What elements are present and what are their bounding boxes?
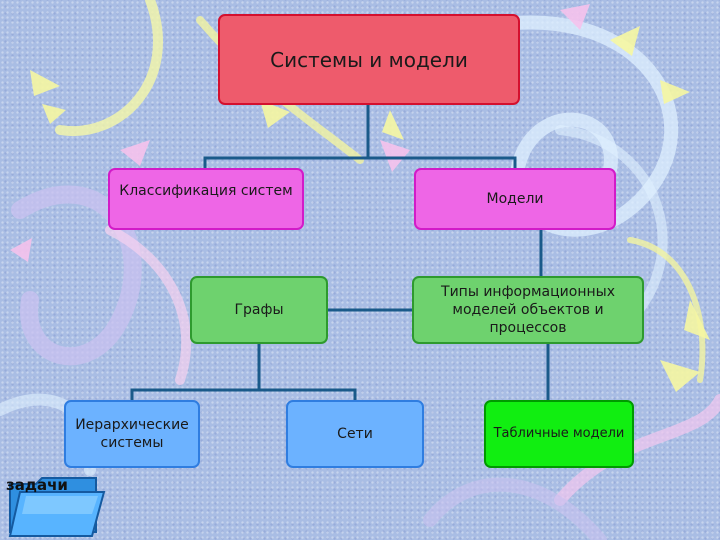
tasks-button[interactable]: задачи bbox=[0, 468, 110, 540]
node-tabular-models: Табличные модели bbox=[484, 400, 634, 468]
node-systems-and-models: Системы и модели bbox=[218, 14, 520, 105]
node-models: Модели bbox=[414, 168, 616, 230]
node-information-model-types: Типы информационных моделей объектов и п… bbox=[412, 276, 644, 344]
connector-level1 bbox=[203, 156, 517, 168]
node-system-classification: Классификация систем bbox=[108, 168, 304, 230]
node-graphs: Графы bbox=[190, 276, 328, 344]
connector-level3 bbox=[130, 388, 357, 400]
tasks-label: задачи bbox=[6, 476, 68, 494]
folder-icon bbox=[8, 477, 106, 537]
node-networks: Сети bbox=[286, 400, 424, 468]
node-hierarchical-systems: Иерархические системы bbox=[64, 400, 200, 468]
